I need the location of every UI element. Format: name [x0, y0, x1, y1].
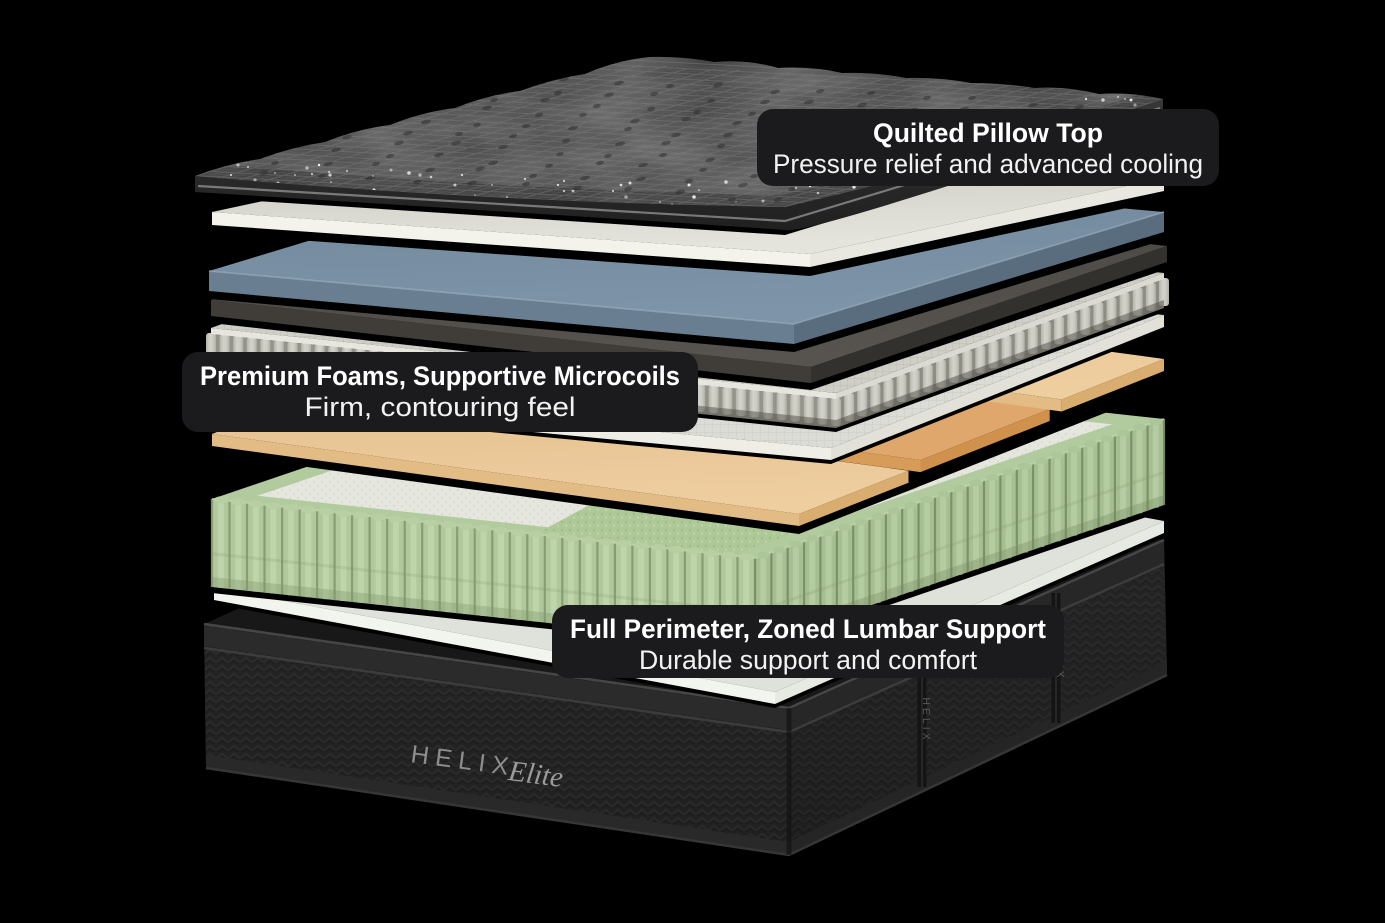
svg-text:Firm, contouring feel: Firm, contouring feel [305, 392, 576, 422]
svg-text:Premium Foams, Supportive Micr: Premium Foams, Supportive Microcoils [200, 361, 680, 391]
svg-text:Quilted Pillow Top: Quilted Pillow Top [873, 118, 1103, 148]
svg-text:Elite: Elite [506, 755, 566, 794]
svg-text:Pressure relief and advanced c: Pressure relief and advanced cooling [773, 149, 1203, 179]
svg-text:Full Perimeter, Zoned Lumbar S: Full Perimeter, Zoned Lumbar Support [570, 614, 1046, 644]
svg-text:HELIX: HELIX [920, 697, 932, 742]
svg-text:Durable support and comfort: Durable support and comfort [639, 645, 977, 675]
